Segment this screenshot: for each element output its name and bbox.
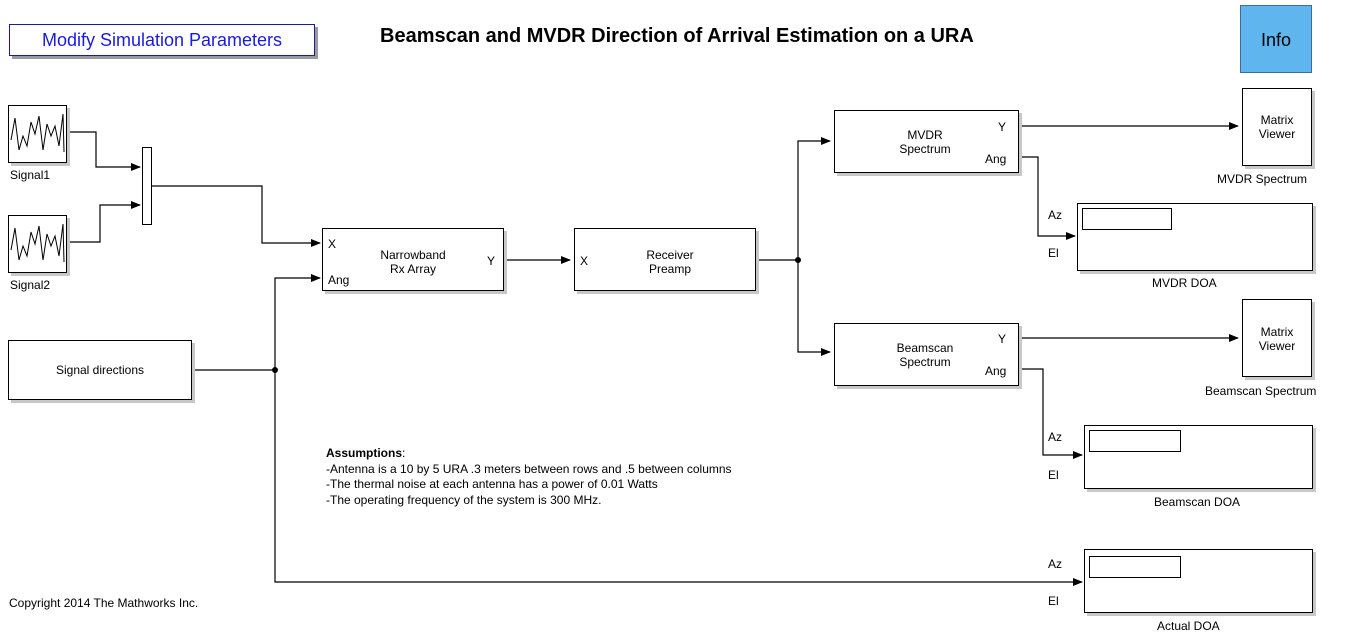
receiver-preamp-block[interactable]: X Receiver Preamp [574,228,756,291]
beamscan-viewer-line1: Matrix [1260,325,1294,339]
diagram-title: Beamscan and MVDR Direction of Arrival E… [380,25,974,47]
branch-dot-directions [272,367,278,373]
preamp-line2: Preamp [648,262,692,276]
signal2-block[interactable] [8,215,67,273]
actual-doa-in-az: Az [1048,557,1063,571]
wire-signal2-mux [67,201,141,243]
mvdr-matrix-viewer-block[interactable]: Matrix Viewer [1242,88,1312,166]
narrowband-rx-array-block[interactable]: X Ang Y Narrowband Rx Array [322,228,504,291]
beamscan-doa-display-block[interactable] [1084,425,1313,489]
beamscan-doa-in-el: El [1048,468,1059,482]
beamscan-out-ang: Ang [985,364,1007,378]
beamscan-line1: Beamscan [896,341,954,355]
wire-directions-actual-doa [274,370,1083,586]
signal-directions-text: Signal directions [55,363,145,377]
assumptions-heading: Assumptions [326,446,403,460]
beamscan-viewer-label: Beamscan Spectrum [1205,384,1317,398]
mvdr-doa-in-az: Az [1048,208,1063,222]
assumption-line: -The operating frequency of the system i… [326,492,602,507]
mvdr-out-y: Y [998,120,1007,134]
narrowband-in-ang: Ang [328,273,350,287]
assumptions-annotation: Assumptions: -Antenna is a 10 by 5 URA .… [326,446,732,508]
preamp-line1: Receiver [646,248,694,262]
mvdr-viewer-line2: Viewer [1258,127,1296,141]
mux-block[interactable] [142,147,152,225]
beamscan-line2: Spectrum [899,355,951,369]
beamscan-doa-in-az: Az [1048,430,1063,444]
signal2-label: Signal2 [10,278,51,292]
mvdr-spectrum-block[interactable]: Y Ang MVDR Spectrum [834,110,1019,173]
assumptions-heading-row: Assumptions: [326,446,732,462]
mvdr-line1: MVDR [907,128,943,142]
actual-doa-label: Actual DOA [1157,619,1220,633]
wire-mvdr-doa [1019,156,1076,240]
actual-doa-readout [1089,556,1181,578]
wire-branch-beamscan [797,260,831,356]
beamscan-matrix-viewer-block[interactable]: Matrix Viewer [1242,299,1312,377]
wire-beamscan-doa [1019,368,1083,459]
mvdr-line2: Spectrum [899,142,951,156]
assumptions-heading-colon: : [402,446,406,460]
narrowband-in-x: X [328,237,337,251]
beamscan-spectrum-block[interactable]: Y Ang Beamscan Spectrum [834,323,1019,386]
mvdr-doa-in-el: El [1048,246,1059,260]
wire-signal1-mux [67,131,141,171]
copyright-text: Copyright 2014 The Mathworks Inc. [9,596,199,610]
narrowband-line1: Narrowband [380,248,446,262]
mvdr-doa-readout [1082,208,1172,230]
assumption-line: -Antenna is a 10 by 5 URA .3 meters betw… [326,461,732,476]
mvdr-doa-label: MVDR DOA [1152,276,1217,290]
beamscan-out-y: Y [998,332,1007,346]
beamscan-viewer-line2: Viewer [1258,339,1296,353]
info-button[interactable]: Info [1240,5,1312,73]
signal-directions-block[interactable]: Signal directions [8,340,192,400]
signal1-label: Signal1 [10,168,51,182]
assumption-line: -The thermal noise at each antenna has a… [326,477,658,491]
mvdr-viewer-label: MVDR Spectrum [1217,172,1308,186]
branch-dot-preamp [795,257,801,263]
modify-simulation-parameters-button[interactable]: Modify Simulation Parameters [9,24,315,56]
beamscan-doa-label: Beamscan DOA [1154,495,1241,509]
wire-branch-mvdr [797,137,831,260]
beamscan-doa-readout [1089,430,1181,452]
random-signal-icon [10,223,65,263]
mvdr-out-ang: Ang [985,152,1007,166]
wire-directions-ang [192,274,321,371]
mvdr-viewer-line1: Matrix [1260,113,1294,127]
narrowband-line2: Rx Array [389,262,436,276]
signal1-block[interactable] [8,105,67,163]
random-signal-icon [10,113,65,153]
preamp-in-x: X [580,254,589,268]
actual-doa-in-el: El [1048,594,1059,608]
wire-mux-narrowband [152,185,321,247]
narrowband-out-y: Y [487,254,496,268]
actual-doa-display-block[interactable] [1084,549,1313,613]
mvdr-doa-display-block[interactable] [1077,203,1313,271]
